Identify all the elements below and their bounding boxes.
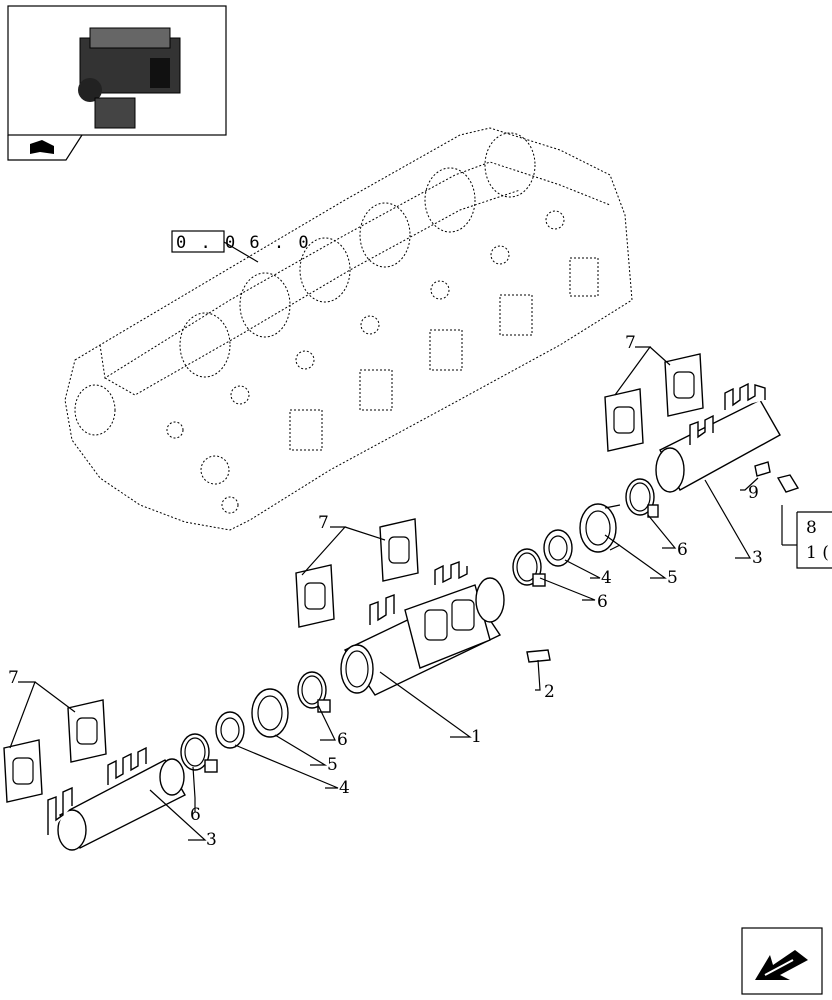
callout-label: 7 xyxy=(318,513,329,533)
side-ref-line2: 1 ( xyxy=(806,543,829,563)
sleeve-right[interactable] xyxy=(543,529,573,567)
exhaust-manifold-center[interactable] xyxy=(340,560,505,696)
callout-label: 6 xyxy=(677,540,688,560)
callout-label: 5 xyxy=(667,568,678,588)
side-ref-line1: 8 xyxy=(806,518,817,538)
catalog-book-icon[interactable] xyxy=(7,134,83,161)
gasket-top-right[interactable] xyxy=(604,353,704,452)
callout-label: 7 xyxy=(8,668,19,688)
clamp-middle[interactable] xyxy=(512,548,546,587)
reference-box[interactable]: 0 . 0 6 . 0 xyxy=(171,230,311,263)
callout-label: 4 xyxy=(601,568,612,588)
callout-label: 3 xyxy=(752,548,763,568)
exhaust-pipe-right[interactable] xyxy=(655,382,781,493)
callout-label: 6 xyxy=(190,805,201,825)
engine-thumbnail-icon[interactable] xyxy=(7,5,227,136)
bellows-left[interactable] xyxy=(251,688,289,738)
clamp-left-upper[interactable] xyxy=(297,671,331,713)
leader-lines xyxy=(9,346,759,841)
next-page-arrow-icon[interactable] xyxy=(741,927,823,995)
clamp-right[interactable] xyxy=(625,478,659,518)
callout-label: 2 xyxy=(544,682,555,702)
side-reference-box[interactable]: 8 1 ( xyxy=(781,505,832,569)
gasket-left[interactable] xyxy=(3,699,107,803)
bolt-right[interactable] xyxy=(754,461,800,493)
callout-label: 7 xyxy=(625,333,636,353)
callout-label: 6 xyxy=(597,592,608,612)
callout-label: 4 xyxy=(339,778,350,798)
clamp-left-lower[interactable] xyxy=(180,733,218,773)
bellows-right[interactable] xyxy=(579,503,621,553)
callout-label: 3 xyxy=(206,830,217,850)
exhaust-pipe-left[interactable] xyxy=(47,746,186,851)
callout-label: 5 xyxy=(327,755,338,775)
reference-box-text: 0 . 0 6 . 0 xyxy=(176,233,311,253)
callout-label: 9 xyxy=(748,483,759,503)
cylinder-head-outline xyxy=(64,127,633,531)
stud-bolt[interactable] xyxy=(526,649,551,663)
callout-label: 6 xyxy=(337,730,348,750)
callout-labels: 7 7 7 1 2 3 3 6 6 5 4 6 5 4 6 9 xyxy=(8,333,763,850)
gasket-middle[interactable] xyxy=(295,518,419,628)
callout-label: 1 xyxy=(471,727,482,747)
sleeve-left[interactable] xyxy=(215,711,245,749)
